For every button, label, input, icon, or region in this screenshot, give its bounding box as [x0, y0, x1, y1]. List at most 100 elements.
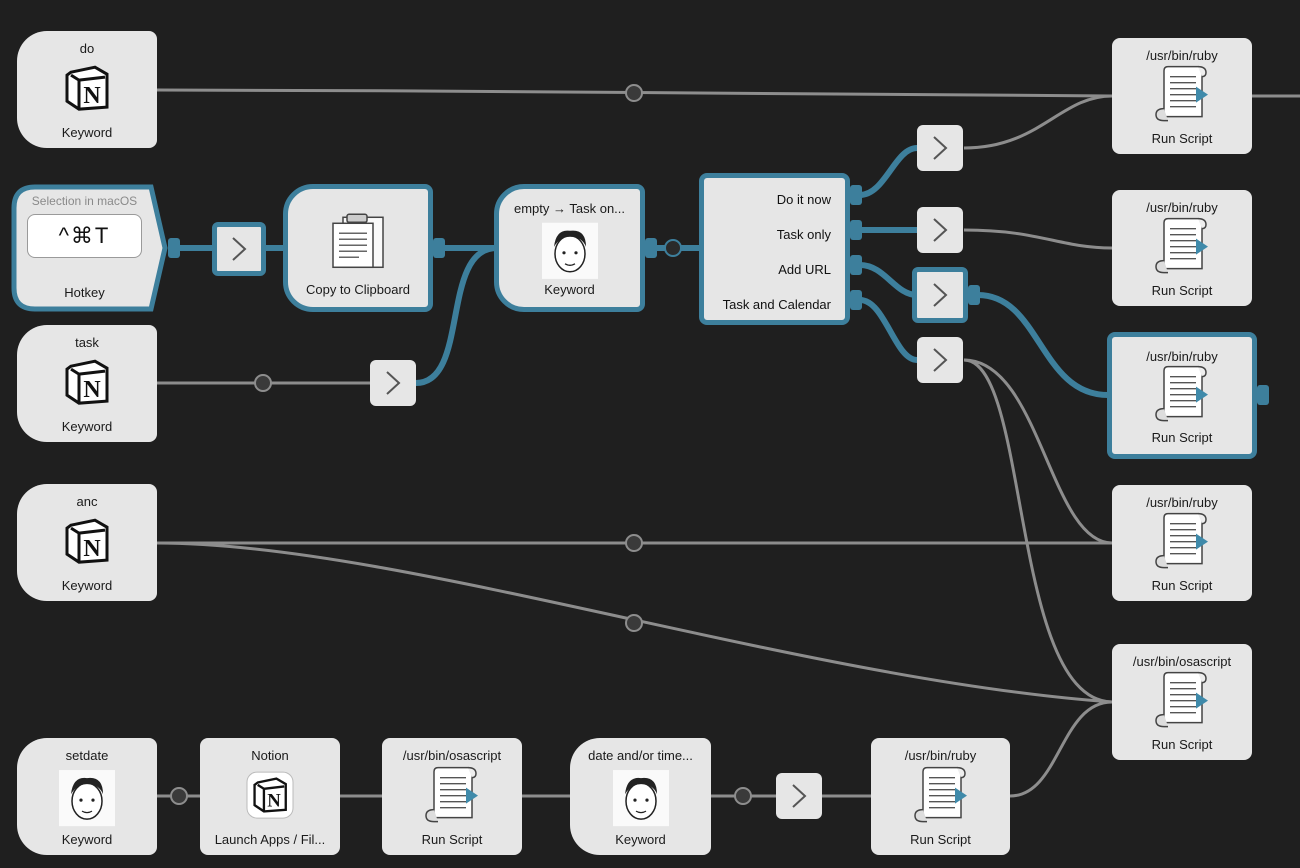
wire-arrow3-to-ruby3 [977, 292, 1109, 398]
arrow-utility-task-only[interactable] [917, 207, 963, 253]
hotkey-keys: ^⌘T [27, 214, 142, 258]
user-avatar-icon [59, 769, 115, 826]
node-subtitle: Run Script [910, 832, 971, 847]
keyword-output-port[interactable] [645, 238, 657, 258]
keyword-setdate[interactable]: setdate Keyword [17, 738, 157, 855]
node-subtitle: Run Script [1151, 430, 1213, 445]
script-document-icon [424, 765, 480, 823]
debug-dot[interactable] [734, 787, 752, 805]
arrow-utility-task[interactable] [370, 360, 416, 406]
svg-text:N: N [267, 790, 281, 811]
conditional-port-2[interactable] [850, 220, 862, 240]
node-subtitle: Launch Apps / Fil... [214, 832, 326, 847]
script-document-icon [1154, 364, 1210, 422]
wire-cond1-arrow [859, 145, 918, 198]
copy-to-clipboard[interactable]: Copy to Clipboard [283, 184, 433, 312]
clipboard-output-port[interactable] [433, 238, 445, 258]
arrow-utility-date[interactable] [776, 773, 822, 819]
node-subtitle: Run Script [1151, 578, 1213, 593]
keyword-task[interactable]: task N Keyword [17, 325, 157, 442]
hotkey-trigger[interactable]: Selection in macOS ^⌘T Hotkey [11, 184, 168, 312]
condition-task-only: Task only [776, 227, 831, 242]
wire-cond4-arrow [859, 297, 918, 363]
condition-add-url: Add URL [778, 262, 831, 277]
node-subtitle: Keyword [615, 832, 666, 847]
node-subtitle: Keyword [544, 282, 595, 297]
wire-arrow1-to-ruby1 [963, 94, 1113, 150]
script-output-port[interactable] [1257, 385, 1269, 405]
launch-apps-notion[interactable]: Notion N Launch Apps / Fil... [200, 738, 340, 855]
arrow-utility-1[interactable] [212, 222, 266, 276]
run-script-ruby-bottom[interactable]: /usr/bin/ruby Run Script [871, 738, 1010, 855]
keyword-empty-task[interactable]: empty → Task on... Keyword [494, 184, 645, 312]
keyword-date-time[interactable]: date and/or time... Keyword [570, 738, 711, 855]
node-subtitle: Keyword [61, 419, 113, 434]
run-script-ruby-4[interactable]: /usr/bin/ruby Run Script [1112, 485, 1252, 601]
conditional-port-4[interactable] [850, 290, 862, 310]
script-document-icon [1154, 671, 1210, 729]
node-subtitle: Run Script [1151, 131, 1213, 146]
notion-logo-icon: N [65, 359, 109, 405]
node-subtitle: Keyword [61, 832, 113, 847]
run-script-ruby-1[interactable]: /usr/bin/ruby Run Script [1112, 38, 1252, 154]
wire-anc-to-osa [156, 541, 1113, 704]
node-subtitle: Run Script [1151, 737, 1213, 752]
run-script-ruby-3[interactable]: /usr/bin/ruby Run Script [1107, 332, 1257, 459]
debug-dot[interactable] [170, 787, 188, 805]
keyword-anc[interactable]: anc N Keyword [17, 484, 157, 601]
conditional-port-3[interactable] [850, 255, 862, 275]
node-subtitle: Keyword [61, 578, 113, 593]
hotkey-output-port[interactable] [168, 238, 180, 258]
hotkey-caption: Selection in macOS [31, 194, 138, 208]
node-subtitle: Hotkey [64, 285, 105, 300]
script-document-icon [1154, 217, 1210, 275]
node-title: empty → Task on... [513, 201, 626, 216]
arrow-output-port[interactable] [968, 285, 980, 305]
user-avatar-icon [612, 769, 669, 826]
node-title: anc [76, 494, 98, 509]
node-title: do [79, 41, 95, 56]
condition-do-it-now: Do it now [776, 192, 831, 207]
svg-text:N: N [83, 83, 101, 109]
script-document-icon [1154, 65, 1210, 123]
run-script-osascript-right[interactable]: /usr/bin/osascript Run Script [1112, 644, 1252, 760]
wire-ruby-bottom-to-osa [1009, 700, 1113, 798]
arrow-utility-do-it-now[interactable] [917, 125, 963, 171]
clipboard-icon [329, 213, 387, 269]
wire-do-to-ruby1 [156, 88, 1113, 98]
debug-dot[interactable] [625, 84, 643, 102]
node-title: setdate [65, 748, 109, 763]
debug-dot[interactable] [625, 614, 643, 632]
node-title: /usr/bin/ruby [1146, 495, 1218, 510]
arrow-utility-add-url[interactable] [912, 267, 968, 323]
conditional-port-1[interactable] [850, 185, 862, 205]
keyword-do[interactable]: do N Keyword [17, 31, 157, 148]
condition-task-and-calendar: Task and Calendar [722, 297, 831, 312]
node-title: /usr/bin/ruby [1146, 349, 1218, 364]
svg-text:N: N [83, 536, 101, 562]
wire-arrow4-to-osa [963, 358, 1113, 704]
conditional-utility[interactable]: Do it now Task only Add URL Task and Cal… [699, 173, 850, 325]
arrow-utility-task-and-calendar[interactable] [917, 337, 963, 383]
notion-app-icon: N [246, 771, 294, 819]
debug-dot[interactable] [625, 534, 643, 552]
wire-arrow4-to-ruby4 [963, 358, 1113, 545]
node-title: Notion [251, 748, 289, 763]
node-title: /usr/bin/ruby [1146, 48, 1218, 63]
node-subtitle: Copy to Clipboard [305, 282, 411, 297]
wire-arrow2-to-ruby2 [963, 228, 1113, 250]
notion-logo-icon: N [65, 518, 109, 564]
wire-cond3-arrow [859, 262, 918, 298]
notion-logo-icon: N [65, 65, 109, 111]
debug-dot[interactable] [664, 239, 682, 257]
debug-dot[interactable] [254, 374, 272, 392]
node-title: /usr/bin/osascript [1132, 654, 1232, 669]
script-document-icon [1154, 512, 1210, 570]
run-script-ruby-2[interactable]: /usr/bin/ruby Run Script [1112, 190, 1252, 306]
node-subtitle: Run Script [1151, 283, 1213, 298]
svg-text:N: N [83, 377, 101, 403]
run-script-osascript-bottom[interactable]: /usr/bin/osascript Run Script [382, 738, 522, 855]
node-title: /usr/bin/ruby [1146, 200, 1218, 215]
node-subtitle: Keyword [61, 125, 113, 140]
